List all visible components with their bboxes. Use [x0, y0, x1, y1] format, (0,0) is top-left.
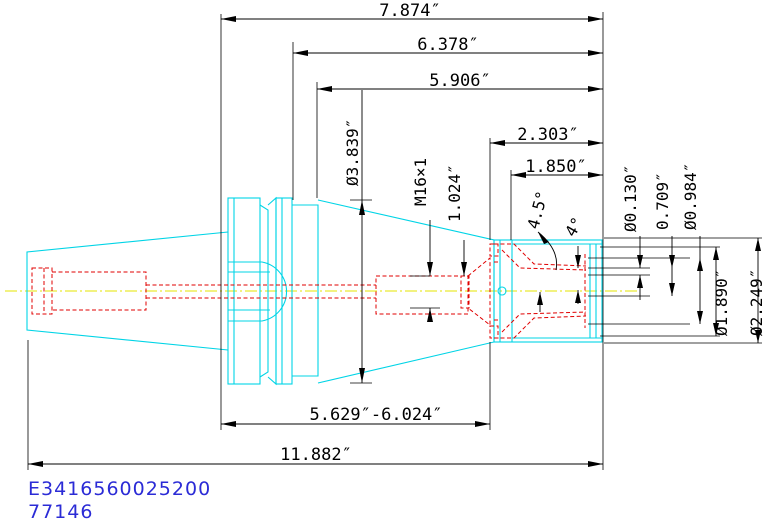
dim-6378: 6.378″	[417, 35, 478, 55]
tool-outline	[26, 196, 603, 386]
dim-thread-m16: M16×1	[411, 158, 430, 206]
dim-7874: 7.874″	[379, 1, 440, 21]
dim-5906: 5.906″	[429, 71, 490, 91]
dim-1850: 1.850″	[525, 157, 586, 177]
dim-1024: 1.024″	[445, 164, 464, 222]
dim-dia-0984: Ø0.984″	[681, 163, 700, 230]
dim-2303: 2.303″	[517, 125, 578, 145]
dim-5629-6024: 5.629″-6.024″	[309, 405, 442, 425]
part-number: E3416560025200	[28, 478, 211, 500]
dim-dia-0130: Ø0.130″	[621, 165, 640, 232]
dimension-lines	[28, 16, 761, 467]
dim-0709: 0.709″	[653, 172, 672, 230]
dim-dia-2249: Ø2.249″	[747, 269, 766, 336]
dim-dia-1890: Ø1.890″	[712, 269, 731, 336]
hidden-lines	[31, 243, 587, 339]
dim-11882: 11.882″	[280, 445, 352, 465]
dim-dia-3839: Ø3.839″	[343, 119, 362, 186]
dim-angle-45: 4.5°	[524, 189, 552, 231]
part-code: 77146	[28, 501, 93, 523]
dim-angle-4: 4°	[561, 214, 587, 240]
